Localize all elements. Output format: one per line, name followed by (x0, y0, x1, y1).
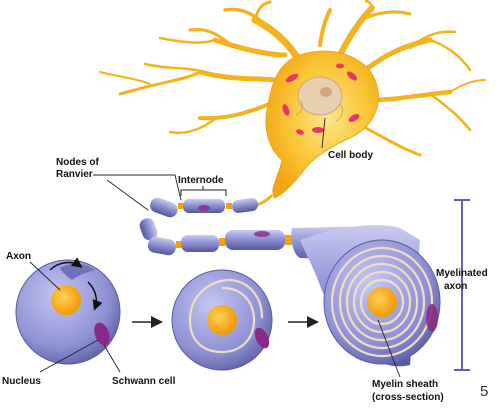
label-myelin-sheath-1: Myelin sheath (372, 379, 438, 390)
label-nucleus: Nucleus (2, 376, 41, 387)
myelin-segment (181, 235, 219, 252)
wrapping-stage-2 (171, 269, 273, 371)
label-nodes-of-ranvier-1: Nodes of (56, 157, 99, 168)
neuron (99, 0, 486, 199)
myelin-sheath-cross-section (300, 225, 441, 367)
leader-lines (29, 117, 401, 378)
myelin-segment (232, 198, 259, 213)
label-myelinated-axon-1: Myelinated (436, 268, 488, 279)
axon-core (367, 287, 397, 317)
axon-core (207, 305, 237, 335)
wrapping-stage-1 (15, 257, 121, 365)
node-of-ranvier (226, 203, 232, 209)
label-internode: Internode (178, 175, 224, 186)
myelin-segment (139, 218, 158, 241)
labels: Nodes of Ranvier Internode Cell body Axo… (2, 150, 488, 403)
myelinated-axon-bracket (454, 199, 470, 371)
schwann-nucleus (254, 327, 270, 349)
schwann-nucleus (94, 322, 110, 346)
label-schwann-cell: Schwann cell (112, 376, 176, 387)
wrap-direction-arrow (87, 281, 103, 311)
label-myelin-sheath-2: (cross-section) (372, 392, 444, 403)
myelin-segment (147, 236, 177, 256)
label-axon: Axon (6, 251, 31, 262)
myelin-segment (150, 197, 178, 218)
internode-bracket (180, 186, 227, 196)
label-nodes-of-ranvier-2: Ranvier (56, 169, 93, 180)
cell-body (265, 50, 379, 199)
page-number: 5 (480, 383, 488, 400)
wrap-direction-arrow (49, 257, 83, 271)
axon-core (51, 285, 81, 315)
node-of-ranvier (176, 241, 181, 248)
node-of-ranvier (219, 238, 225, 246)
node-of-ranvier (285, 235, 292, 245)
label-myelinated-axon-2: axon (444, 281, 467, 292)
schwann-nucleus (426, 304, 438, 332)
myelin-segment (225, 230, 285, 250)
node-of-ranvier (178, 203, 183, 209)
label-cell-body: Cell body (328, 150, 373, 161)
cell-nucleus (297, 76, 343, 116)
myelin-layers (330, 246, 434, 358)
nissl-bodies (282, 63, 360, 135)
